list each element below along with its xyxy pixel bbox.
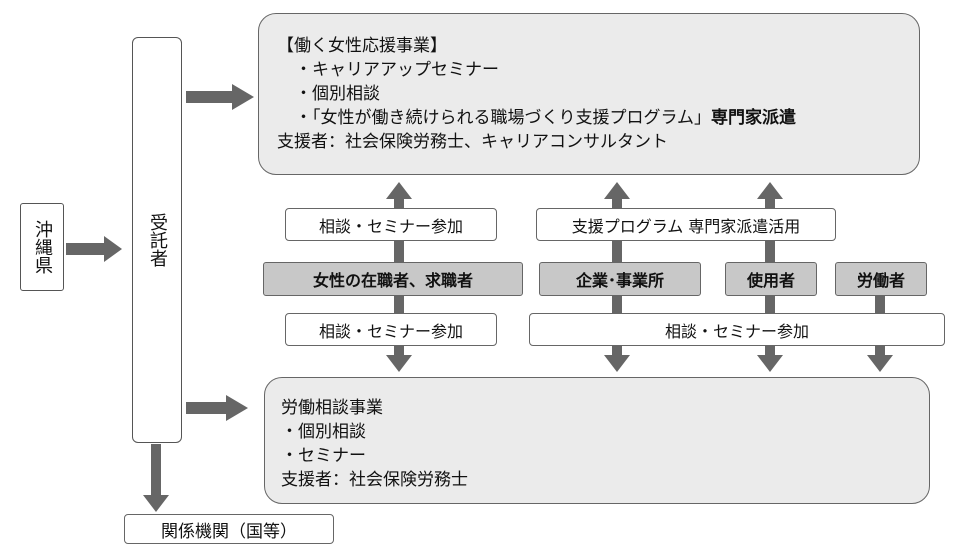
contractor-label: 受託者 [147,213,168,267]
consult-seminar-label-bottom-right-text: 相談・セミナー参加 [664,321,809,341]
related-agencies-label: 関係機関（国等） [161,521,297,542]
top-panel-item-program-suffix: 専門家派遣 [711,108,796,128]
consult-seminar-label-top-text: 相談・セミナー参加 [318,216,463,236]
consult-seminar-label-bottom-left-text: 相談・セミナー参加 [318,321,463,341]
arrow-contractor-to-top-panel [186,84,254,110]
bottom-panel-item-seminar: ・セミナー [281,446,366,466]
arrow-contractor-to-related [143,444,169,512]
top-panel-supporters: 支援者：社会保険労務士、キャリアコンサルタント [277,132,668,152]
arrow-contractor-to-bottom-panel [186,395,248,421]
support-program-label-text: 支援プログラム 専門家派遣活用 [571,216,801,236]
target-employers-box: 使用者 [725,262,817,296]
related-agencies-box: 関係機関（国等） [124,514,334,544]
bottom-panel-item-consultation: ・個別相談 [281,422,366,442]
okinawa-label: 沖縄県 [32,220,53,274]
target-companies-box: 企業･事業所 [539,262,701,296]
top-panel-title: 【働く女性応援事業】 [277,36,447,56]
consult-seminar-label-top: 相談・セミナー参加 [285,208,497,241]
bottom-panel-supporters: 支援者：社会保険労務士 [281,470,468,490]
contractor-box: 受託者 [132,37,182,443]
bottom-panel-title: 労働相談事業 [281,398,383,418]
support-program-label: 支援プログラム 専門家派遣活用 [536,208,836,241]
top-panel-item-career-seminar: ・キャリアアップセミナー [295,60,499,80]
target-women-label: 女性の在職者、求職者 [312,271,473,290]
consult-seminar-label-bottom-right: 相談・セミナー参加 [529,313,945,346]
target-women-box: 女性の在職者、求職者 [263,262,523,296]
women-support-project-panel: 【働く女性応援事業】 ・キャリアアップセミナー ・個別相談 ・「女性が働き続けら… [258,13,920,175]
top-panel-item-consultation: ・個別相談 [295,84,380,104]
labor-consultation-project-panel: 労働相談事業 ・個別相談 ・セミナー 支援者：社会保険労務士 [264,377,930,504]
consult-seminar-label-bottom-left: 相談・セミナー参加 [285,313,497,346]
arrow-okinawa-to-contractor [66,236,122,262]
okinawa-prefecture-box: 沖縄県 [20,203,64,291]
target-employers-label: 使用者 [746,271,795,290]
target-workers-box: 労働者 [835,262,927,296]
target-workers-label: 労働者 [856,271,905,290]
target-companies-label: 企業･事業所 [575,271,664,290]
top-panel-item-program: ・「女性が働き続けられる職場づくり支援プログラム」 [295,108,711,128]
